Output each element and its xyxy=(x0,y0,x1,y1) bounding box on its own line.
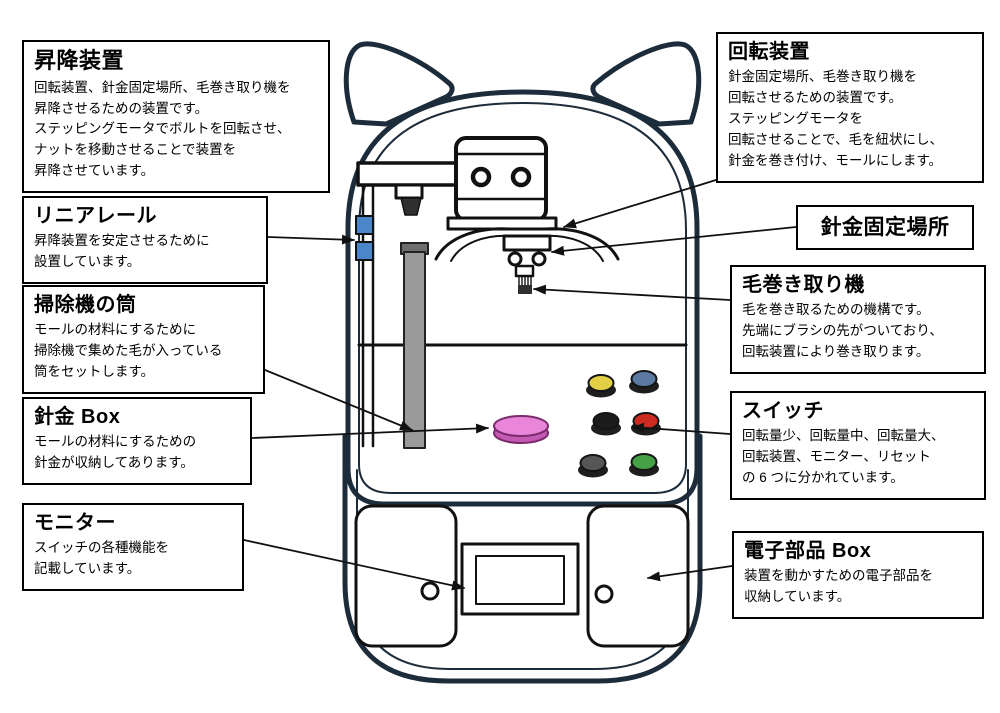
callout-rotator: 回転装置 針金固定場所、毛巻き取り機を 回転させるための装置です。 ステッピング… xyxy=(716,32,984,183)
wire-holder-ring-right xyxy=(531,251,547,267)
connector-switch xyxy=(631,422,731,435)
hair-winder-bristles xyxy=(518,275,532,291)
callout-connectors xyxy=(243,179,797,591)
callout-electronics-body: 装置を動かすための電子部品を 収納しています。 xyxy=(744,568,933,604)
vacuum-tube xyxy=(403,251,426,449)
motor-screw-right xyxy=(510,166,532,188)
hair-winder-body xyxy=(514,264,535,278)
motor-screw-left xyxy=(470,166,492,188)
connector-linear-rail xyxy=(267,234,355,245)
spinner-arm-right xyxy=(542,227,620,261)
callout-hair-winder-title: 毛巻き取り機 xyxy=(742,274,865,296)
callout-wire-box: 針金 Box モールの材料にするための 針金が収納してあります。 xyxy=(22,397,252,485)
cat-ear-right-icon xyxy=(590,41,702,127)
lift-bolt xyxy=(400,197,422,216)
callout-linear-rail: リニアレール 昇降装置を安定させるために 設置しています。 xyxy=(22,196,268,284)
rail-slider-top xyxy=(355,215,374,235)
callout-hair-winder: 毛巻き取り機 毛を巻き取るための機構です。 先端にブラシの先がついており、 回転… xyxy=(730,265,986,374)
lift-nut xyxy=(394,183,424,200)
rail-slider-bottom xyxy=(355,241,374,261)
callout-vacuum-tube-title: 掃除機の筒 xyxy=(34,294,137,316)
machine-head xyxy=(345,89,700,507)
callout-switch-body: 回転量少、回転量中、回転量大、 回転装置、モニター、リセット の 6 つに分かれ… xyxy=(742,428,945,485)
callout-vacuum-tube-body: モールの材料にするために 掃除機で集めた毛が入っている 筒をセットします。 xyxy=(34,322,223,379)
machine-head-inner-line xyxy=(358,102,687,494)
callout-monitor-title: モニター xyxy=(34,512,116,534)
connector-rotator xyxy=(563,179,717,229)
callout-wire-holder: 針金固定場所 xyxy=(796,205,974,251)
callout-electronics-box: 電子部品 Box 装置を動かすための電子部品を 収納しています。 xyxy=(732,531,984,619)
callout-electronics-title: 電子部品 Box xyxy=(744,540,872,562)
callout-monitor: モニター スイッチの各種機能を 記載しています。 xyxy=(22,503,244,591)
drawer-right xyxy=(586,504,690,648)
callout-rotator-title: 回転装置 xyxy=(728,41,810,63)
rail-top-bracket xyxy=(356,161,458,187)
connector-wire-box xyxy=(251,423,489,439)
switch-button-yellow xyxy=(586,374,616,398)
monitor-screen xyxy=(475,555,565,605)
callout-wire-box-body: モールの材料にするための 針金が収納してあります。 xyxy=(34,434,197,470)
callout-lift-title: 昇降装置 xyxy=(34,48,125,73)
callout-linear-rail-body: 昇降装置を安定させるために 設置しています。 xyxy=(34,233,210,269)
switch-button-red xyxy=(631,412,661,436)
drawer-right-knob xyxy=(594,584,614,604)
callout-linear-rail-title: リニアレール xyxy=(34,205,157,227)
spinner-hub xyxy=(502,234,552,252)
switch-button-gray xyxy=(578,454,608,478)
cat-ear-left-icon xyxy=(343,41,455,127)
callout-monitor-body: スイッチの各種機能を 記載しています。 xyxy=(34,540,169,576)
switch-button-green xyxy=(629,453,659,477)
hair-winder-tip xyxy=(518,285,532,294)
callout-hair-winder-body: 毛を巻き取るための機構です。 先端にブラシの先がついており、 回転装置により巻き… xyxy=(742,302,943,359)
switch-button-black xyxy=(591,412,621,436)
callout-rotator-body: 針金固定場所、毛巻き取り機を 回転させるための装置です。 ステッピングモータを … xyxy=(728,69,944,168)
callout-lift-body: 回転装置、針金固定場所、毛巻き取り機を 昇降させるための装置です。 ステッピング… xyxy=(34,79,291,179)
switch-button-slate-blue xyxy=(629,370,659,394)
callout-switch-title: スイッチ xyxy=(742,400,824,422)
callout-wire-holder-title: 針金固定場所 xyxy=(820,216,950,239)
spinner-arm-left xyxy=(434,227,512,261)
connector-electronics xyxy=(647,565,733,582)
drawer-left-knob xyxy=(420,581,440,601)
wire-spool-top xyxy=(493,415,549,437)
connector-hair-winder xyxy=(533,284,731,301)
connector-vacuum-tube xyxy=(264,369,413,431)
wire-holder-ring-left xyxy=(507,251,523,267)
callout-vacuum-tube: 掃除機の筒 モールの材料にするために 掃除機で集めた毛が入っている 筒をセットし… xyxy=(22,285,265,394)
connector-wire-holder xyxy=(551,226,797,256)
callout-switch: スイッチ 回転量少、回転量中、回転量大、 回転装置、モニター、リセット の 6 … xyxy=(730,391,986,500)
callout-wire-box-title: 針金 Box xyxy=(34,406,121,428)
connector-monitor xyxy=(243,539,465,591)
callout-lift-device: 昇降装置 回転装置、針金固定場所、毛巻き取り機を 昇降させるための装置です。 ス… xyxy=(22,40,330,194)
rotator-motor-box xyxy=(454,136,548,222)
